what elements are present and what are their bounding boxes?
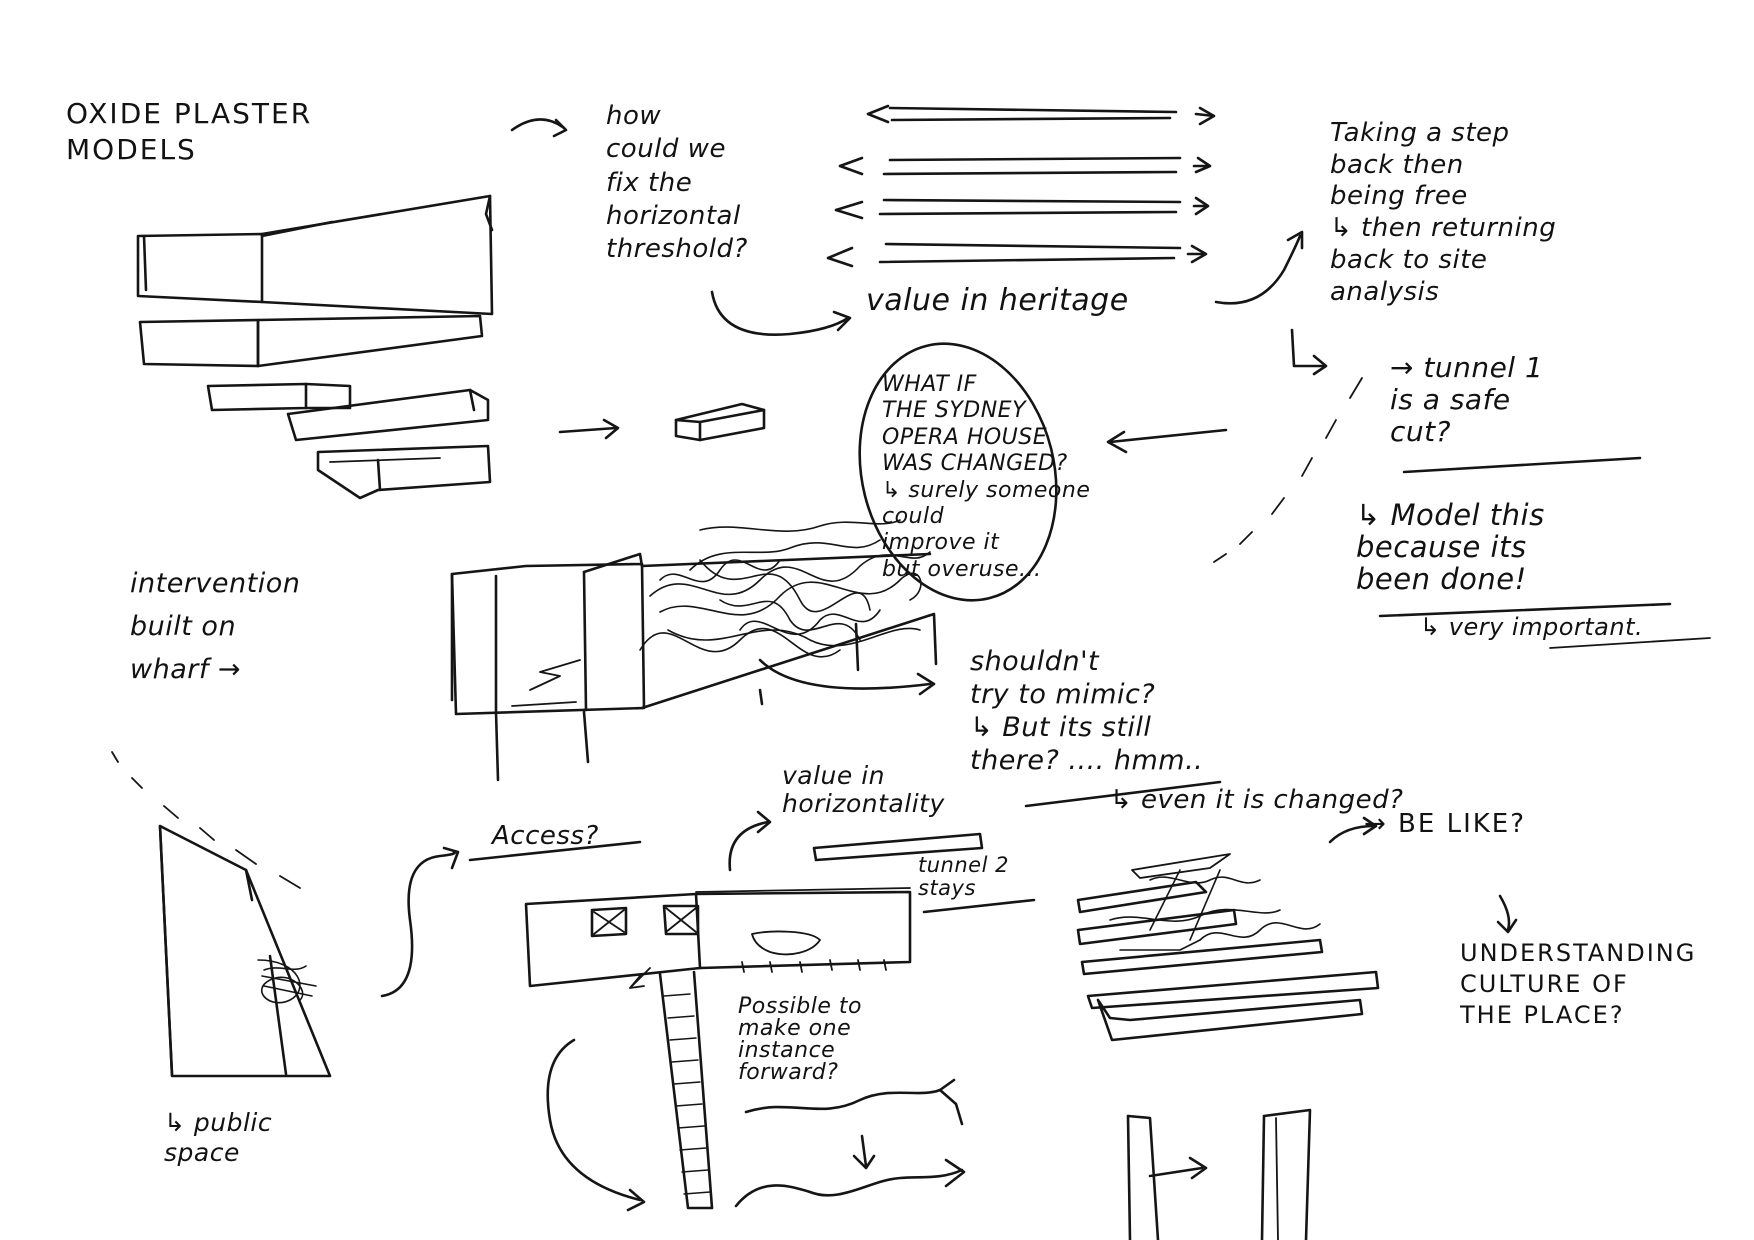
wedge-icon bbox=[138, 196, 492, 366]
underline bbox=[1404, 458, 1640, 472]
note-understanding-culture: UNDERSTANDING CULTURE OF THE PLACE? bbox=[1460, 938, 1720, 1032]
curved-arrow-icon bbox=[712, 292, 848, 335]
curved-arrow-icon bbox=[760, 660, 930, 689]
note-model-this: ↳ Model this because its been done! bbox=[1356, 500, 1646, 596]
note-very-important: ↳ very important. bbox=[1420, 612, 1720, 643]
tall-block-icon bbox=[160, 826, 330, 1076]
note-tunnel-1: → tunnel 1 is a safe cut? bbox=[1390, 352, 1650, 449]
note-shouldnt-mimic: shouldn't try to mimic? ↳ But its still … bbox=[970, 646, 1350, 778]
note-be-like: → BE LIKE? bbox=[1364, 808, 1564, 841]
curved-arrow-icon bbox=[1216, 236, 1300, 303]
note-value-horizontality: value in horizontality bbox=[782, 762, 982, 818]
wharf-structure-icon bbox=[452, 554, 936, 780]
note-horizontal-threshold: how could we fix the horizontal threshol… bbox=[606, 100, 836, 266]
dashed-line bbox=[1214, 378, 1362, 562]
arrow-head-icon bbox=[1498, 920, 1516, 932]
note-tunnel-2: tunnel 2 stays bbox=[918, 854, 1038, 900]
note-intervention-wharf: intervention built on wharf → bbox=[130, 562, 380, 692]
underline bbox=[924, 900, 1034, 912]
note-value-in-heritage: value in heritage bbox=[866, 282, 1196, 320]
columns-icon bbox=[1128, 1110, 1310, 1240]
dashed-line bbox=[112, 752, 300, 888]
small-block-icon bbox=[676, 404, 764, 440]
note-access: Access? bbox=[492, 820, 642, 853]
arrow-head-icon bbox=[444, 848, 458, 868]
wave-icon bbox=[736, 1080, 964, 1206]
note-sydney-opera-house: WHAT IF THE SYDNEY OPERA HOUSE WAS CHANG… bbox=[882, 372, 1222, 583]
curved-arrow-icon bbox=[548, 1040, 640, 1200]
stacked-slabs-icon bbox=[208, 384, 490, 498]
note-oxide-plaster-models: OXIDE PLASTER MODELS bbox=[66, 96, 386, 168]
stacked-planks-icon bbox=[1078, 854, 1378, 1040]
horizontal-arrows-icon bbox=[828, 106, 1214, 266]
note-taking-step-back: Taking a step back then being free ↳ the… bbox=[1330, 118, 1660, 308]
note-public-space: ↳ public space bbox=[164, 1108, 344, 1168]
note-possible-instance: Possible to make one instance forward? bbox=[738, 996, 938, 1084]
arrow-icon bbox=[560, 428, 616, 432]
curved-arrow-icon bbox=[382, 852, 455, 996]
